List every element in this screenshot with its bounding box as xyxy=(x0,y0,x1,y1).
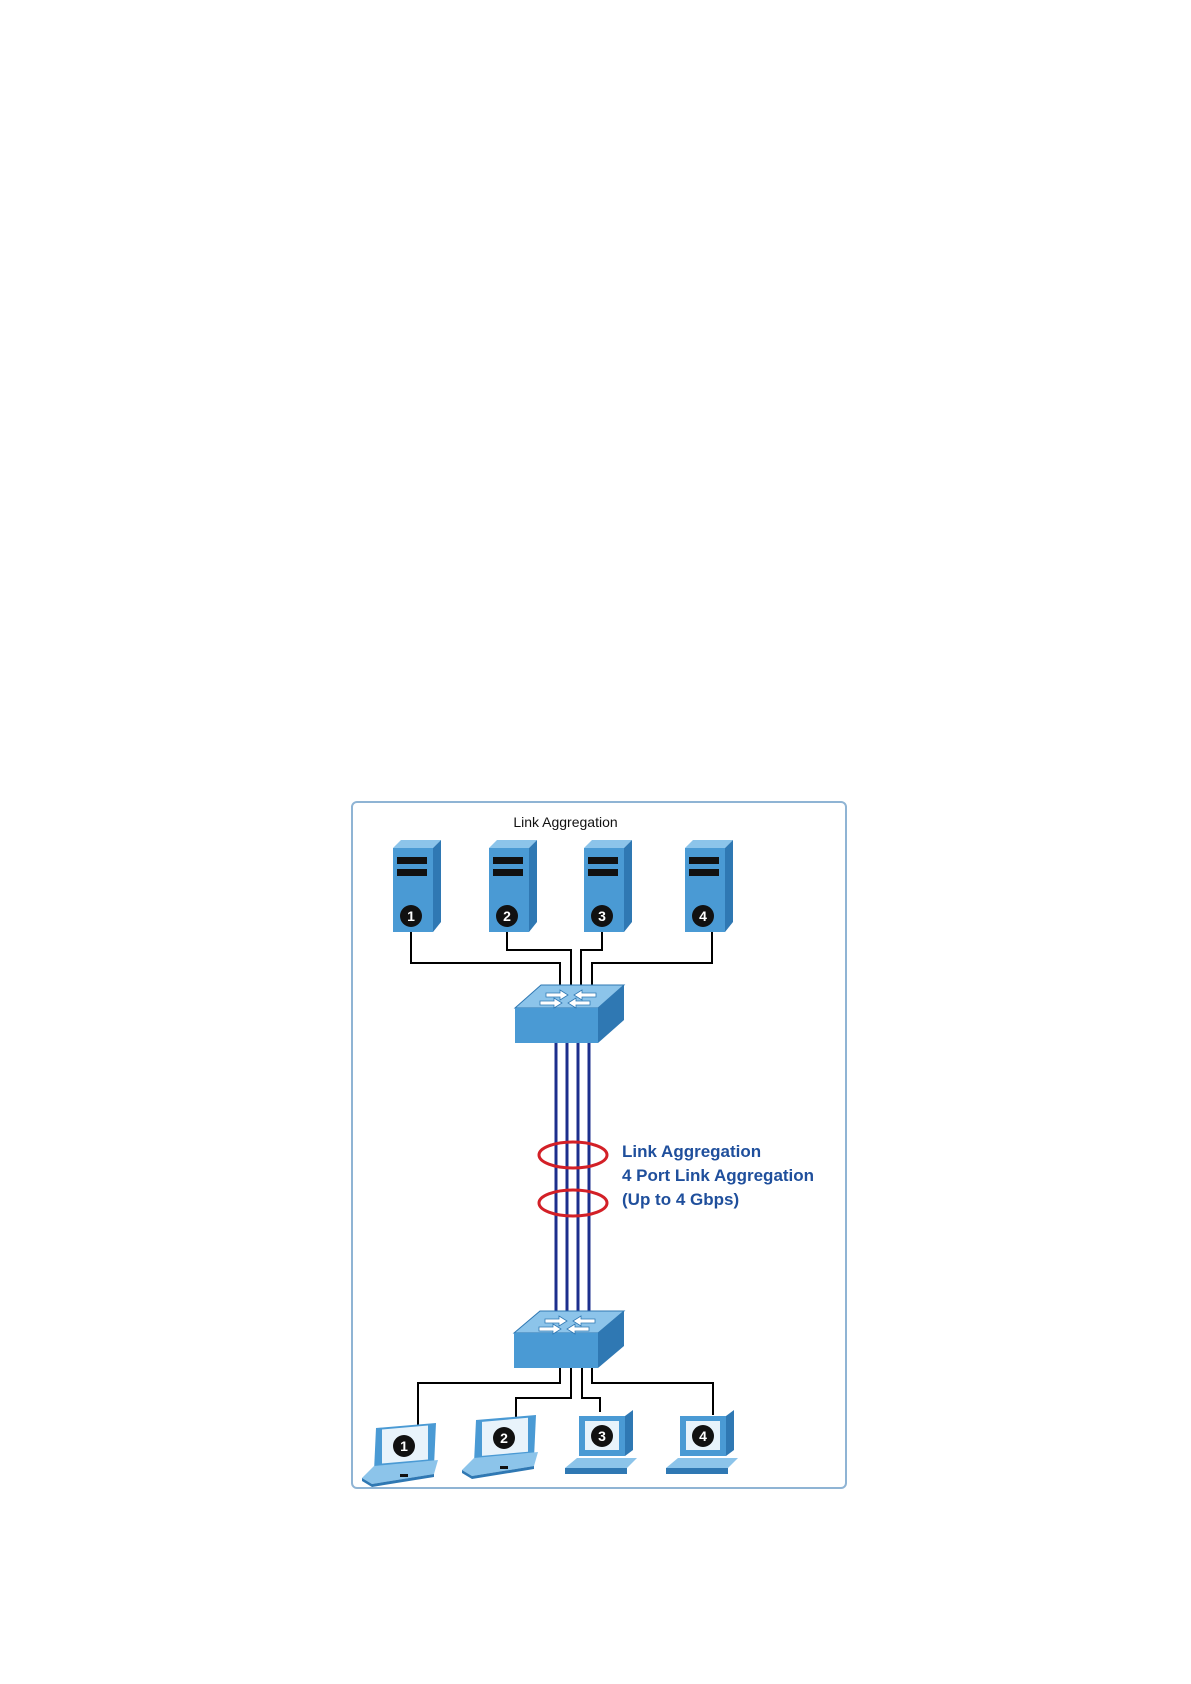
aggregated-trunk xyxy=(556,1040,589,1318)
client-label: 3 xyxy=(598,1428,606,1444)
aggregation-ring-upper xyxy=(539,1142,607,1168)
client-label: 1 xyxy=(400,1438,408,1454)
server-label: 4 xyxy=(699,908,707,924)
client-3-desktop-icon: 3 xyxy=(565,1410,637,1474)
server-cables xyxy=(411,932,712,990)
client-2-laptop-icon: 2 xyxy=(462,1415,538,1479)
server-group: 1 2 3 4 xyxy=(393,840,733,932)
annotation-line-2: 4 Port Link Aggregation xyxy=(622,1166,814,1186)
annotation-line-3: (Up to 4 Gbps) xyxy=(622,1190,739,1210)
client-4-desktop-icon: 4 xyxy=(666,1410,738,1474)
client-cables xyxy=(418,1365,713,1428)
client-1-laptop-icon: 1 xyxy=(362,1423,438,1487)
server-3-icon: 3 xyxy=(584,840,632,932)
client-label: 2 xyxy=(500,1430,508,1446)
server-label: 3 xyxy=(598,908,606,924)
server-1-icon: 1 xyxy=(393,840,441,932)
switch-upper xyxy=(515,985,624,1043)
client-label: 4 xyxy=(699,1428,707,1444)
aggregation-ring-lower xyxy=(539,1190,607,1216)
switch-lower xyxy=(514,1311,624,1368)
server-4-icon: 4 xyxy=(685,840,733,932)
server-label: 2 xyxy=(503,908,511,924)
server-2-icon: 2 xyxy=(489,840,537,932)
annotation-line-1: Link Aggregation xyxy=(622,1142,761,1162)
server-label: 1 xyxy=(407,908,415,924)
